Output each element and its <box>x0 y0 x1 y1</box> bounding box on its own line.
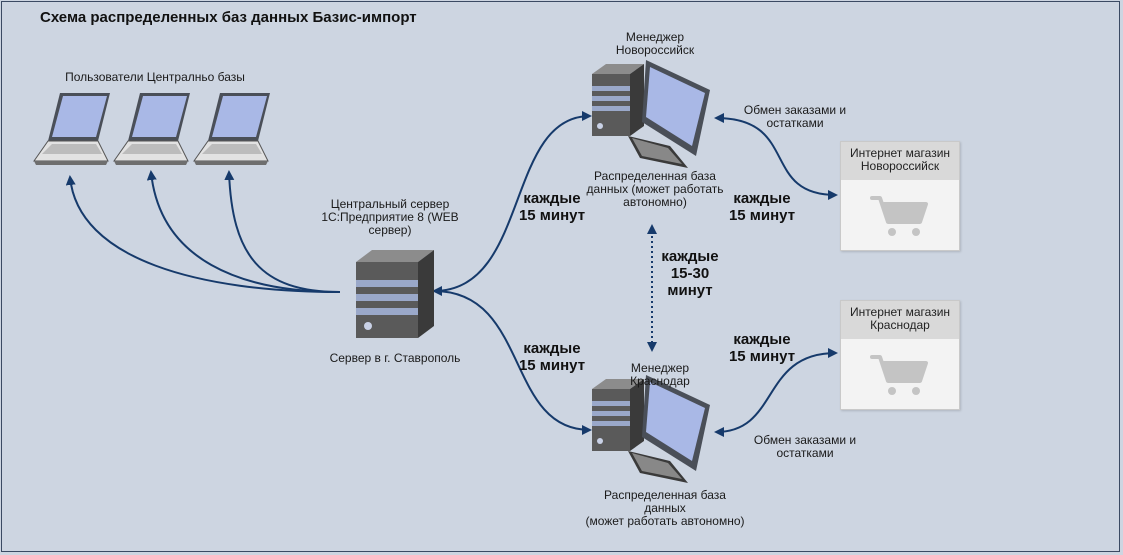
arrow-central-nov <box>432 111 592 296</box>
manager-nov-db-label: Распределенная база данных (может работа… <box>586 169 724 209</box>
shop-novorossiysk-title: Интернет магазин Новороссийск <box>841 142 959 180</box>
manager-nov-label: Менеджер Новороссийск <box>615 30 695 57</box>
interval-kr-shop: каждые 15 минут <box>728 331 796 365</box>
interval-central-nov: каждые 15 минут <box>518 190 586 224</box>
arrow-central-kr <box>433 290 592 435</box>
exchange-kr-label: Обмен заказами и остатками <box>753 433 857 460</box>
workstation-icon <box>592 375 710 483</box>
interval-nov-shop: каждые 15 минут <box>728 190 796 224</box>
arrow-laptop2 <box>146 170 341 293</box>
arrow-nov-shop <box>714 113 838 200</box>
shop-novorossiysk: Интернет магазин Новороссийск <box>840 141 960 251</box>
manager-kr-db-label: Распределенная база данных (может работа… <box>585 488 745 528</box>
exchange-nov-label: Обмен заказами и остатками <box>743 103 847 130</box>
workstation-icon <box>592 60 710 168</box>
central-server-caption: Сервер в г. Ставрополь <box>329 351 461 365</box>
arrow-kr-shop <box>714 348 838 437</box>
shop-krasnodar: Интернет магазин Краснодар <box>840 300 960 410</box>
central-server-label: Центральный сервер 1С:Предприятие 8 (WEB… <box>321 197 459 237</box>
server-tower-icon <box>356 250 434 338</box>
arrow-laptop1 <box>65 175 341 293</box>
shop-krasnodar-title: Интернет магазин Краснодар <box>841 301 959 339</box>
diagram-title: Схема распределенных баз данных Базис-им… <box>40 9 417 26</box>
manager-kr-label: Менеджер Краснодар <box>630 361 690 388</box>
interval-nov-kr: каждые 15-30 минут <box>661 248 719 299</box>
users-label: Пользователи Централньо базы <box>65 70 245 84</box>
interval-central-kr: каждые 15 минут <box>518 340 586 374</box>
cart-icon <box>870 355 928 395</box>
arrow-laptop3 <box>224 170 341 293</box>
cart-icon <box>870 196 928 236</box>
